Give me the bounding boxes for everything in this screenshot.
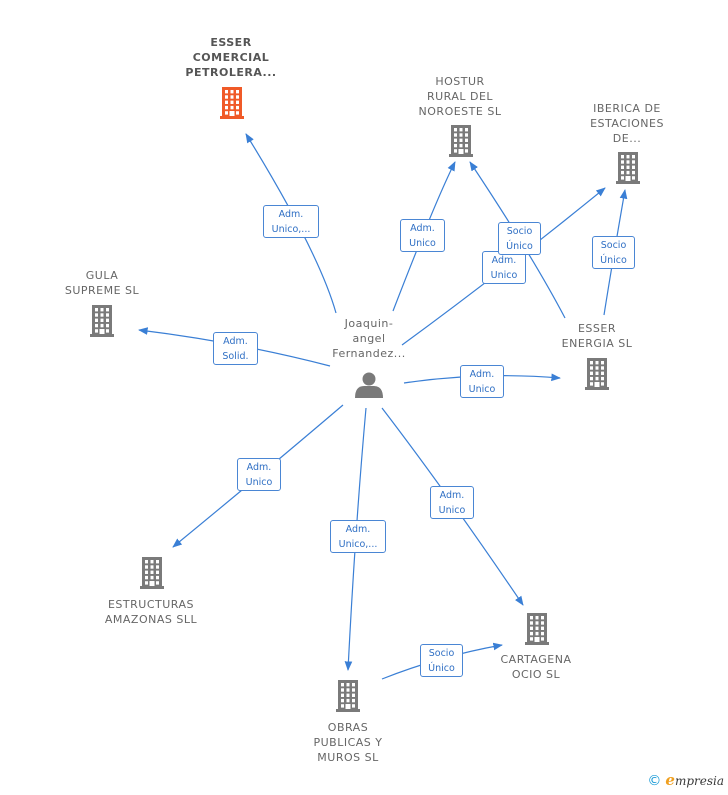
brand-logo[interactable]: empresia bbox=[665, 771, 724, 789]
building-icon-cartagena[interactable] bbox=[525, 613, 549, 645]
edge-label-center-to-obras[interactable]: Adm.Unico,... bbox=[330, 520, 386, 553]
edge-label-center-to-hostur[interactable]: Adm.Unico bbox=[400, 219, 445, 252]
copyright-icon: © bbox=[647, 773, 662, 789]
edge-label-center-to-gula[interactable]: Adm.Solid. bbox=[213, 332, 258, 365]
building-icon-obras[interactable] bbox=[336, 680, 360, 712]
edge-label-center-to-esser-comercial[interactable]: Adm.Unico,... bbox=[263, 205, 319, 238]
person-icon[interactable] bbox=[355, 372, 383, 399]
building-icon-hostur[interactable] bbox=[449, 125, 473, 157]
footer-brand: ©empresia bbox=[647, 771, 724, 789]
edge-label-center-to-cartagena[interactable]: Adm.Unico bbox=[430, 486, 474, 519]
edges-layer bbox=[138, 133, 628, 680]
building-icon-esser-comercial[interactable] bbox=[220, 87, 244, 119]
icons-layer bbox=[90, 87, 640, 712]
building-icon-estructuras[interactable] bbox=[140, 557, 164, 589]
edge-label-center-to-iberica[interactable]: Adm.Unico bbox=[482, 251, 526, 284]
edge-label-center-to-esser-energia[interactable]: Adm.Unico bbox=[460, 365, 504, 398]
edge-center-to-hostur bbox=[392, 161, 456, 312]
edge-label-center-to-estructuras[interactable]: Adm.Unico bbox=[237, 458, 281, 491]
building-icon-gula[interactable] bbox=[90, 305, 114, 337]
building-icon-iberica[interactable] bbox=[616, 152, 640, 184]
building-icon-esser-energia[interactable] bbox=[585, 358, 609, 390]
